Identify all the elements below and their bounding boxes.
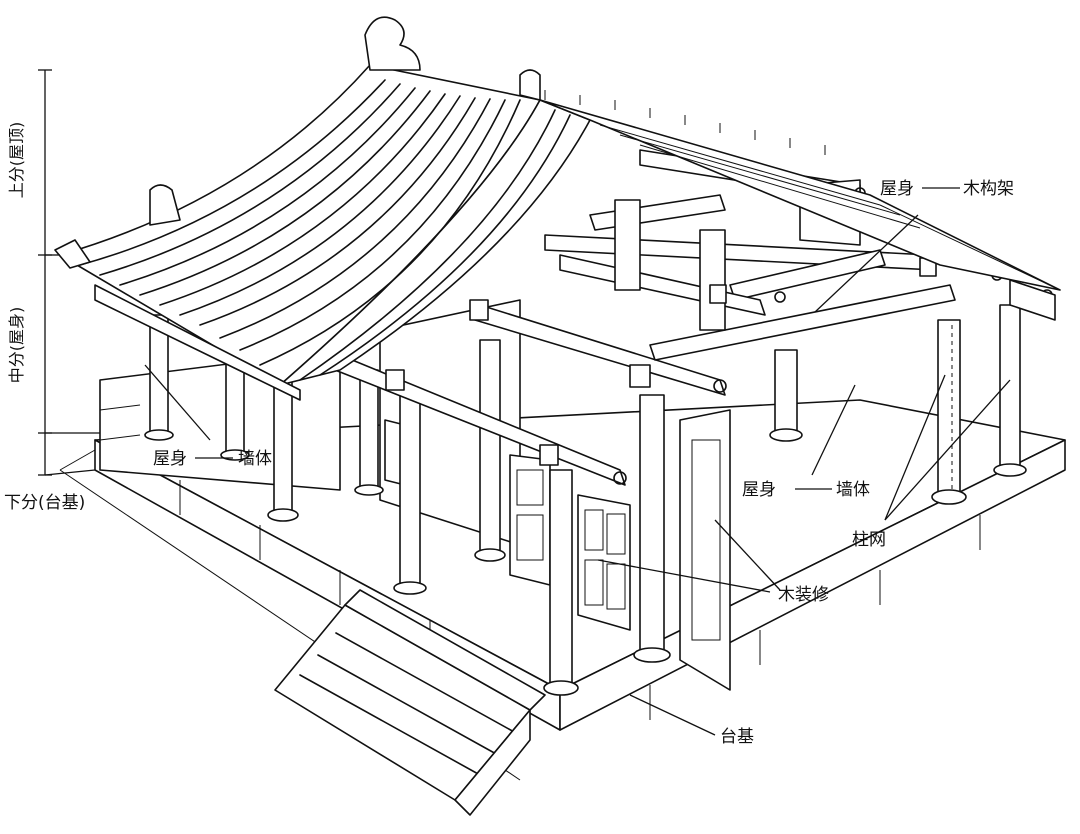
column-grid xyxy=(144,304,1027,696)
upper-division-label: 上分(屋顶) xyxy=(7,122,26,199)
wood-decoration-label: 木装修 xyxy=(778,585,829,605)
timber-frame xyxy=(334,149,1056,486)
frame-prefix: 屋身 xyxy=(880,179,914,199)
lower-division-label: 下分(台基) xyxy=(4,493,85,513)
wall-right-prefix: 屋身 xyxy=(742,480,776,500)
annotation-labels: 屋身 墙体 屋身 木构架 屋身 墙体 柱网 木装修 台基 xyxy=(153,179,1014,747)
roof xyxy=(54,16,1061,401)
wall-left-prefix: 屋身 xyxy=(153,449,187,469)
annotation-leaders xyxy=(144,187,1011,736)
platform-label: 台基 xyxy=(720,727,754,747)
wall-right-suffix: 墙体 xyxy=(836,480,870,500)
column-grid-label: 柱网 xyxy=(852,530,886,550)
front-steps xyxy=(274,589,546,816)
vertical-division-scale: 上分(屋顶) 中分(屋身) 下分(台基) xyxy=(4,69,100,513)
middle-division-label: 中分(屋身) xyxy=(7,307,26,384)
frame-suffix: 木构架 xyxy=(963,179,1014,199)
wall-left-suffix: 墙体 xyxy=(238,449,272,469)
